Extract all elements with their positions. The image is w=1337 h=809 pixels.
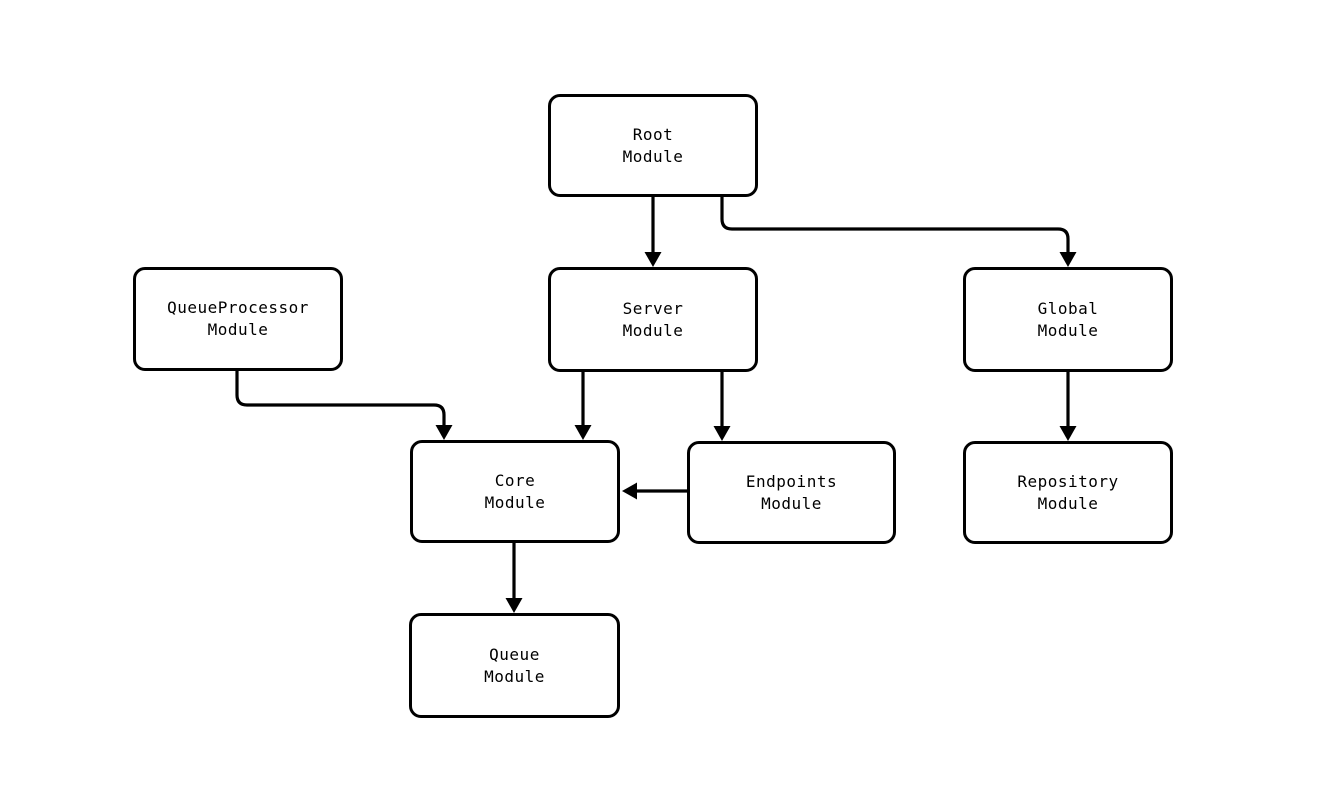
node-label-primary: Server xyxy=(622,298,684,318)
node-label-secondary: Module xyxy=(622,320,684,340)
node-label-secondary: Module xyxy=(622,146,684,166)
arrowhead xyxy=(1059,426,1077,441)
arrowhead xyxy=(713,426,731,441)
edge-endpoints-to-core xyxy=(622,482,687,500)
node-label-primary: QueueProcessor xyxy=(167,298,309,317)
edge-queueprocessor-to-core xyxy=(235,371,453,440)
node-label-primary: Queue xyxy=(489,644,540,664)
edge-core-to-queue xyxy=(505,543,523,613)
arrowhead xyxy=(574,425,592,440)
node-label-primary: Repository xyxy=(1017,471,1119,491)
node-label-secondary: Module xyxy=(1037,320,1099,340)
node-label-primary: Core xyxy=(494,470,536,490)
edge-root-to-global xyxy=(720,197,1077,267)
node-label-secondary: Module xyxy=(484,666,545,686)
node-label-primary: Root xyxy=(632,124,674,144)
edge-server-to-endpoints xyxy=(713,372,731,441)
edge-root-to-server xyxy=(644,197,662,267)
arrowhead xyxy=(622,482,637,500)
arrowhead xyxy=(435,425,453,440)
arrowhead xyxy=(644,252,662,267)
edge-line xyxy=(235,371,446,425)
arrowhead xyxy=(505,598,523,613)
edge-global-to-repository xyxy=(1059,372,1077,441)
node-label-secondary: Module xyxy=(1037,493,1099,513)
node-label-secondary: Module xyxy=(761,493,822,513)
node-label-secondary: Module xyxy=(484,492,546,512)
edge-server-to-core xyxy=(574,372,592,440)
node-label-primary: Endpoints xyxy=(745,471,838,491)
node-label-secondary: Module xyxy=(207,320,269,339)
arrowhead xyxy=(1059,252,1077,267)
node-label-primary: Global xyxy=(1037,298,1099,318)
edge-line xyxy=(720,197,1070,252)
